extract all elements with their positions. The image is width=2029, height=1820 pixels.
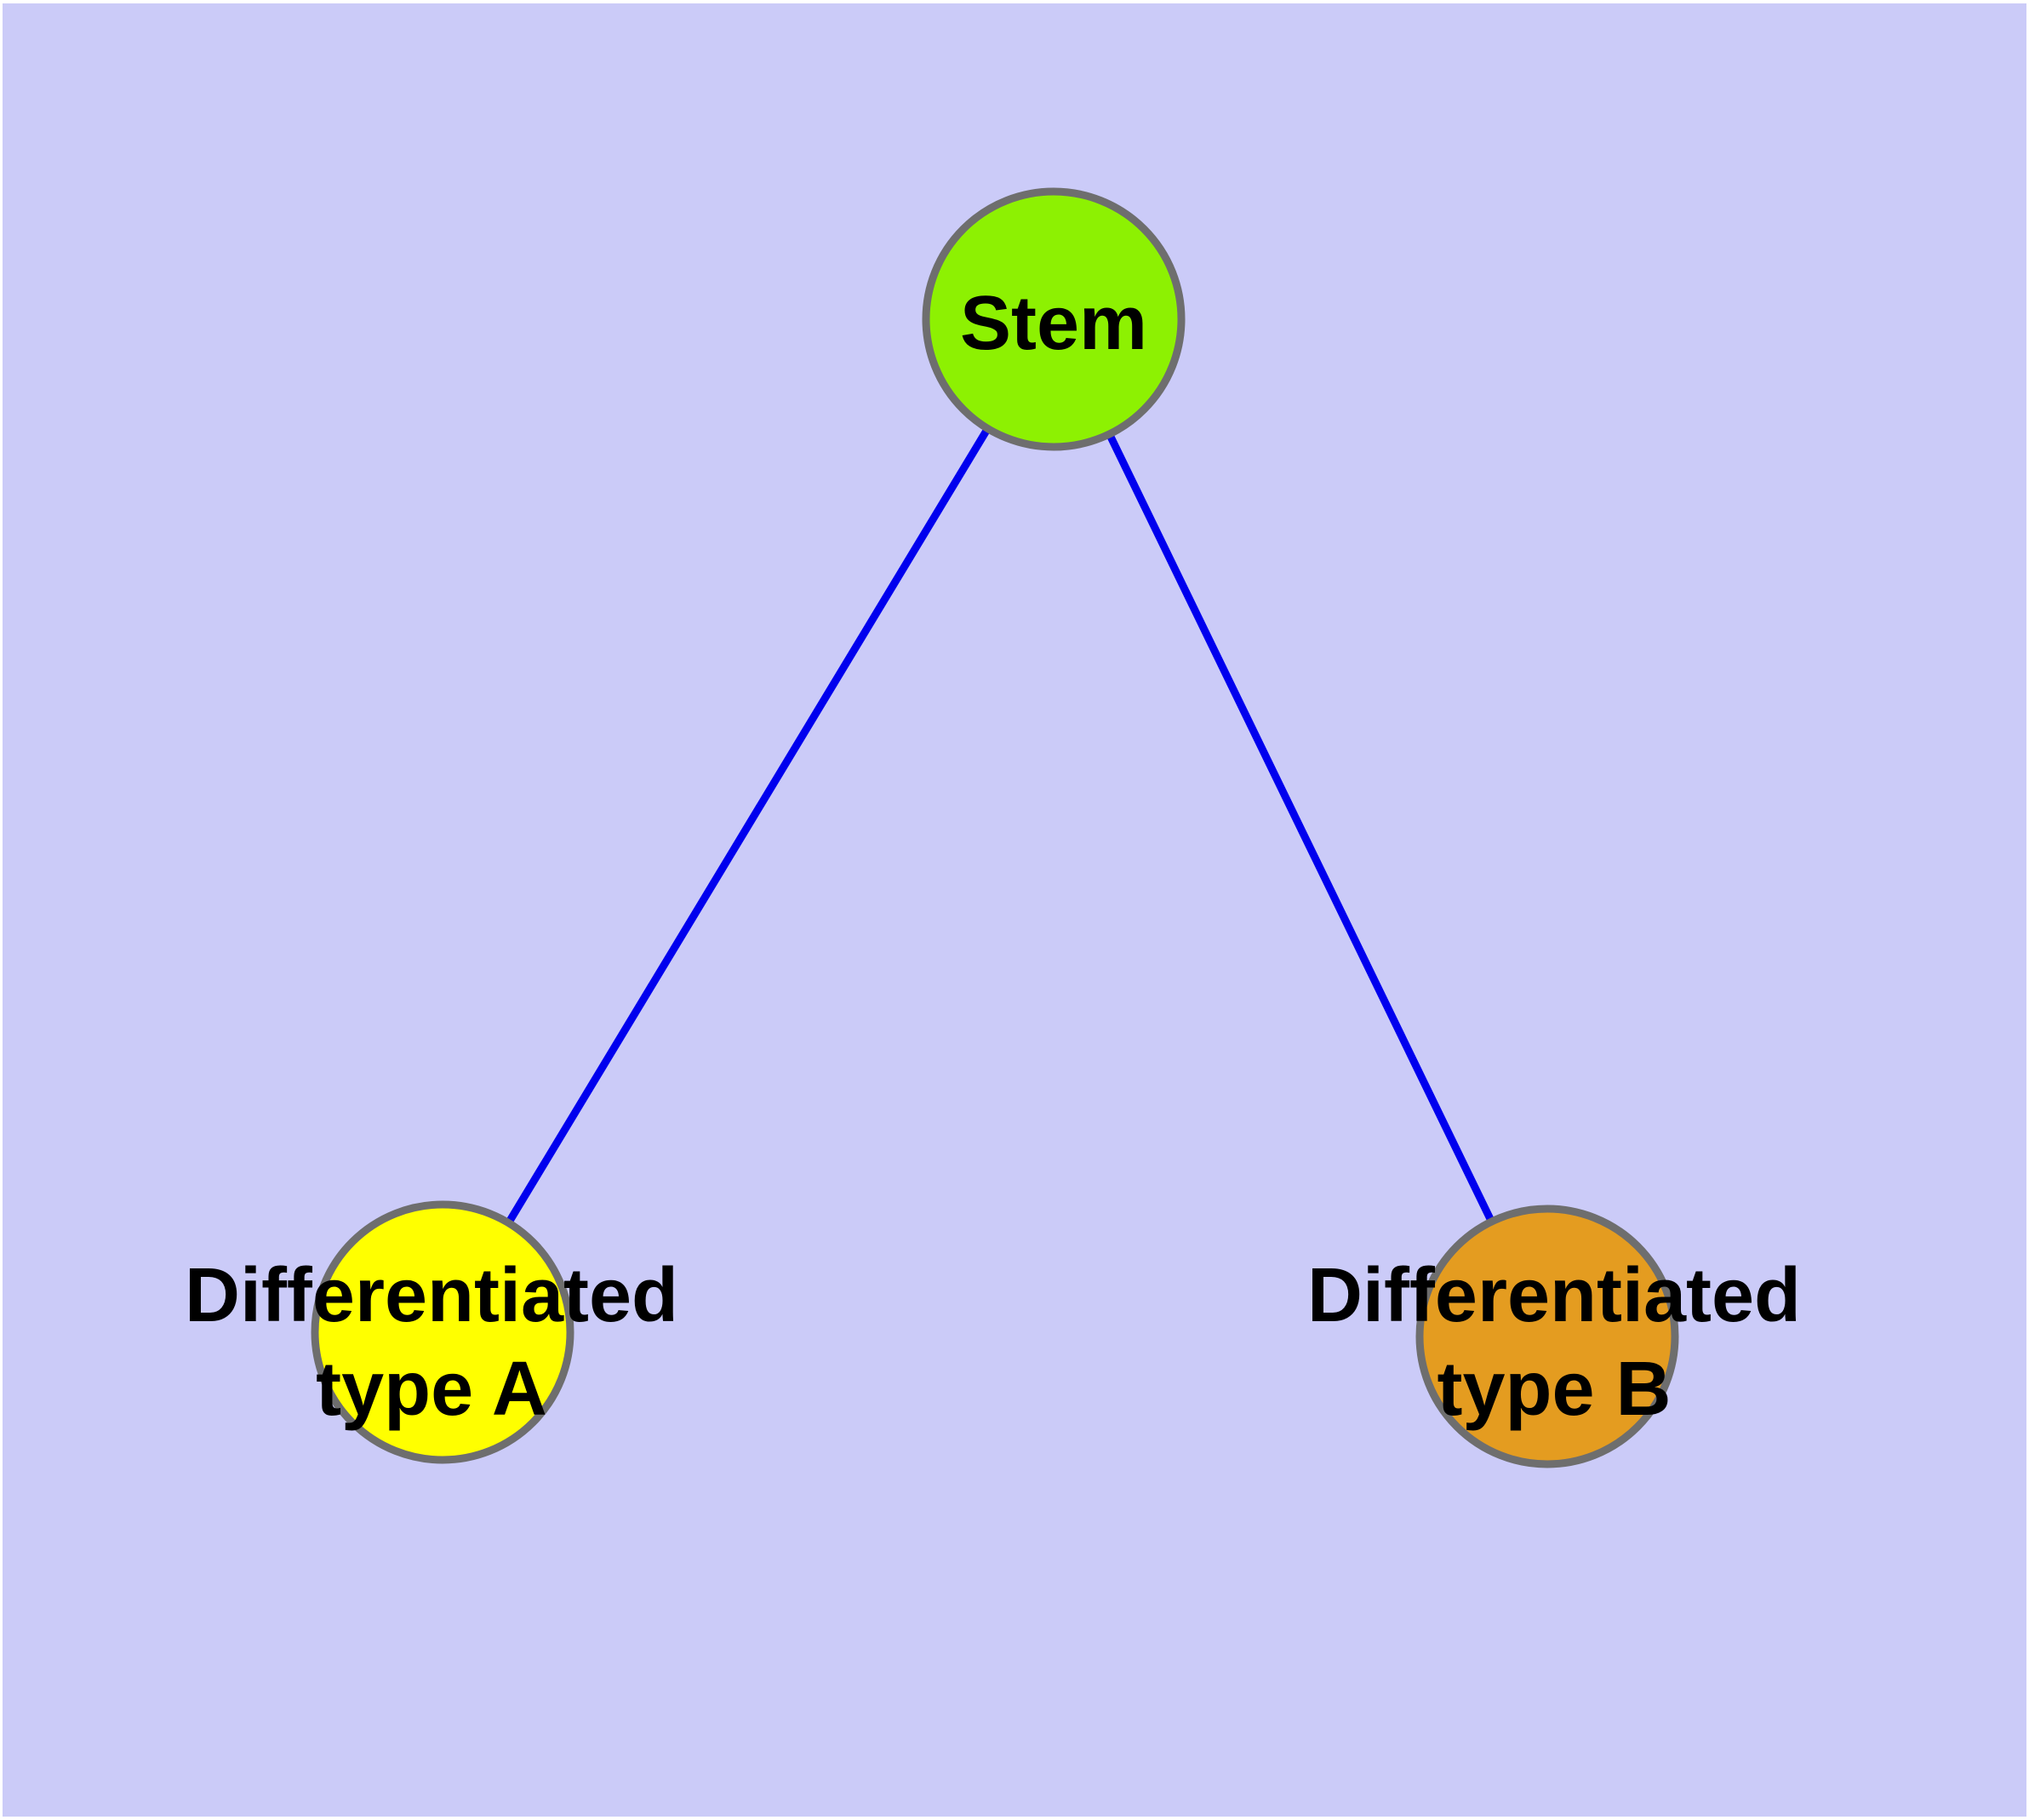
node-type-a-label-line2: type A <box>316 1347 547 1432</box>
node-type-a-label-line1: Differentiated <box>185 1253 678 1338</box>
node-type-b-label-line1: Differentiated <box>1307 1253 1801 1338</box>
node-type-b <box>1415 1205 1679 1468</box>
node-stem <box>922 187 1186 451</box>
node-type-b-label-line2: type B <box>1437 1347 1671 1432</box>
node-type-a <box>311 1200 574 1464</box>
edge-stem-to-type-b <box>1049 318 1552 1338</box>
node-stem-label: Stem <box>960 281 1147 366</box>
edge-stem-to-type-a <box>439 317 1057 1335</box>
